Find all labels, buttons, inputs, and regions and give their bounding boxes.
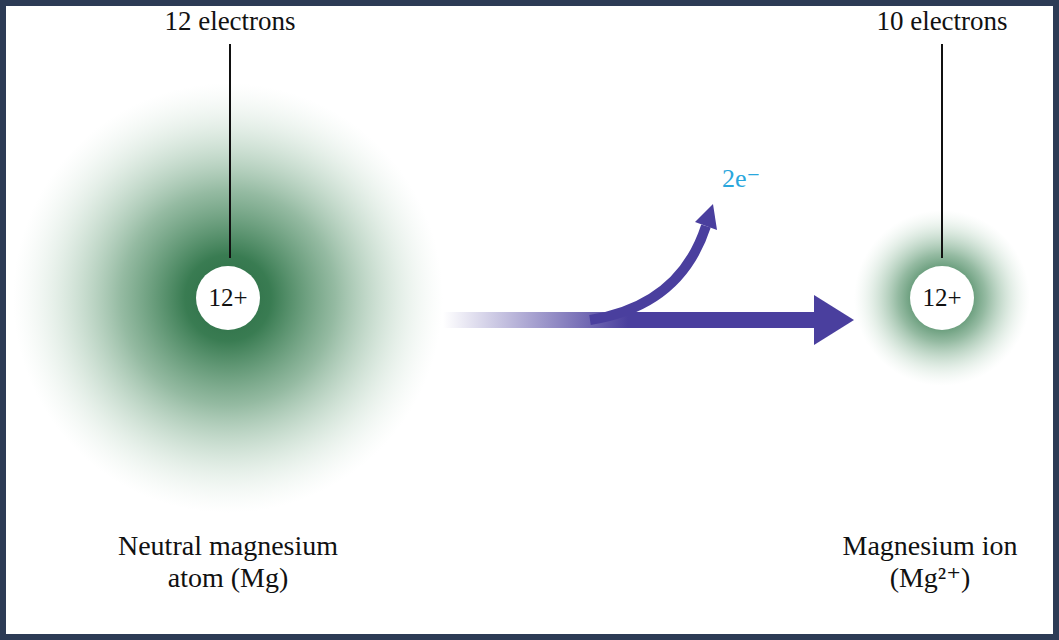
leader-line [941,44,943,258]
electron-cloud [13,83,443,513]
reaction-arrow [443,312,814,328]
species-name: Magnesium ion (Mg²⁺) [823,530,1038,594]
nucleus-circle: 12+ [910,266,974,330]
nucleus [196,266,260,330]
species-name: Neutral magnesium atom (Mg) [103,530,353,594]
nuclear-charge: 12+ [922,284,961,312]
nucleus-circle: 12+ [196,266,260,330]
released-electrons: 2e⁻ [722,164,760,194]
ion-electron-cloud: Magnesium ion (Mg²⁺)12+ [854,210,1030,386]
nucleus [910,266,974,330]
caption-block: Magnesium ion (Mg²⁺) [823,530,1038,594]
atom-electron-cloud: Neutral magnesium atom (Mg)12+ [13,83,443,513]
leader-line [229,44,231,258]
caption-block: Neutral magnesium atom (Mg) [103,530,353,594]
electron-count: 12 electrons [164,6,295,37]
electron-release-arrow [590,226,706,320]
electron-release-arrowhead [695,204,717,230]
electron-count: 10 electrons [876,6,1007,37]
nuclear-charge: 12+ [208,284,247,312]
electron-cloud [854,210,1030,386]
